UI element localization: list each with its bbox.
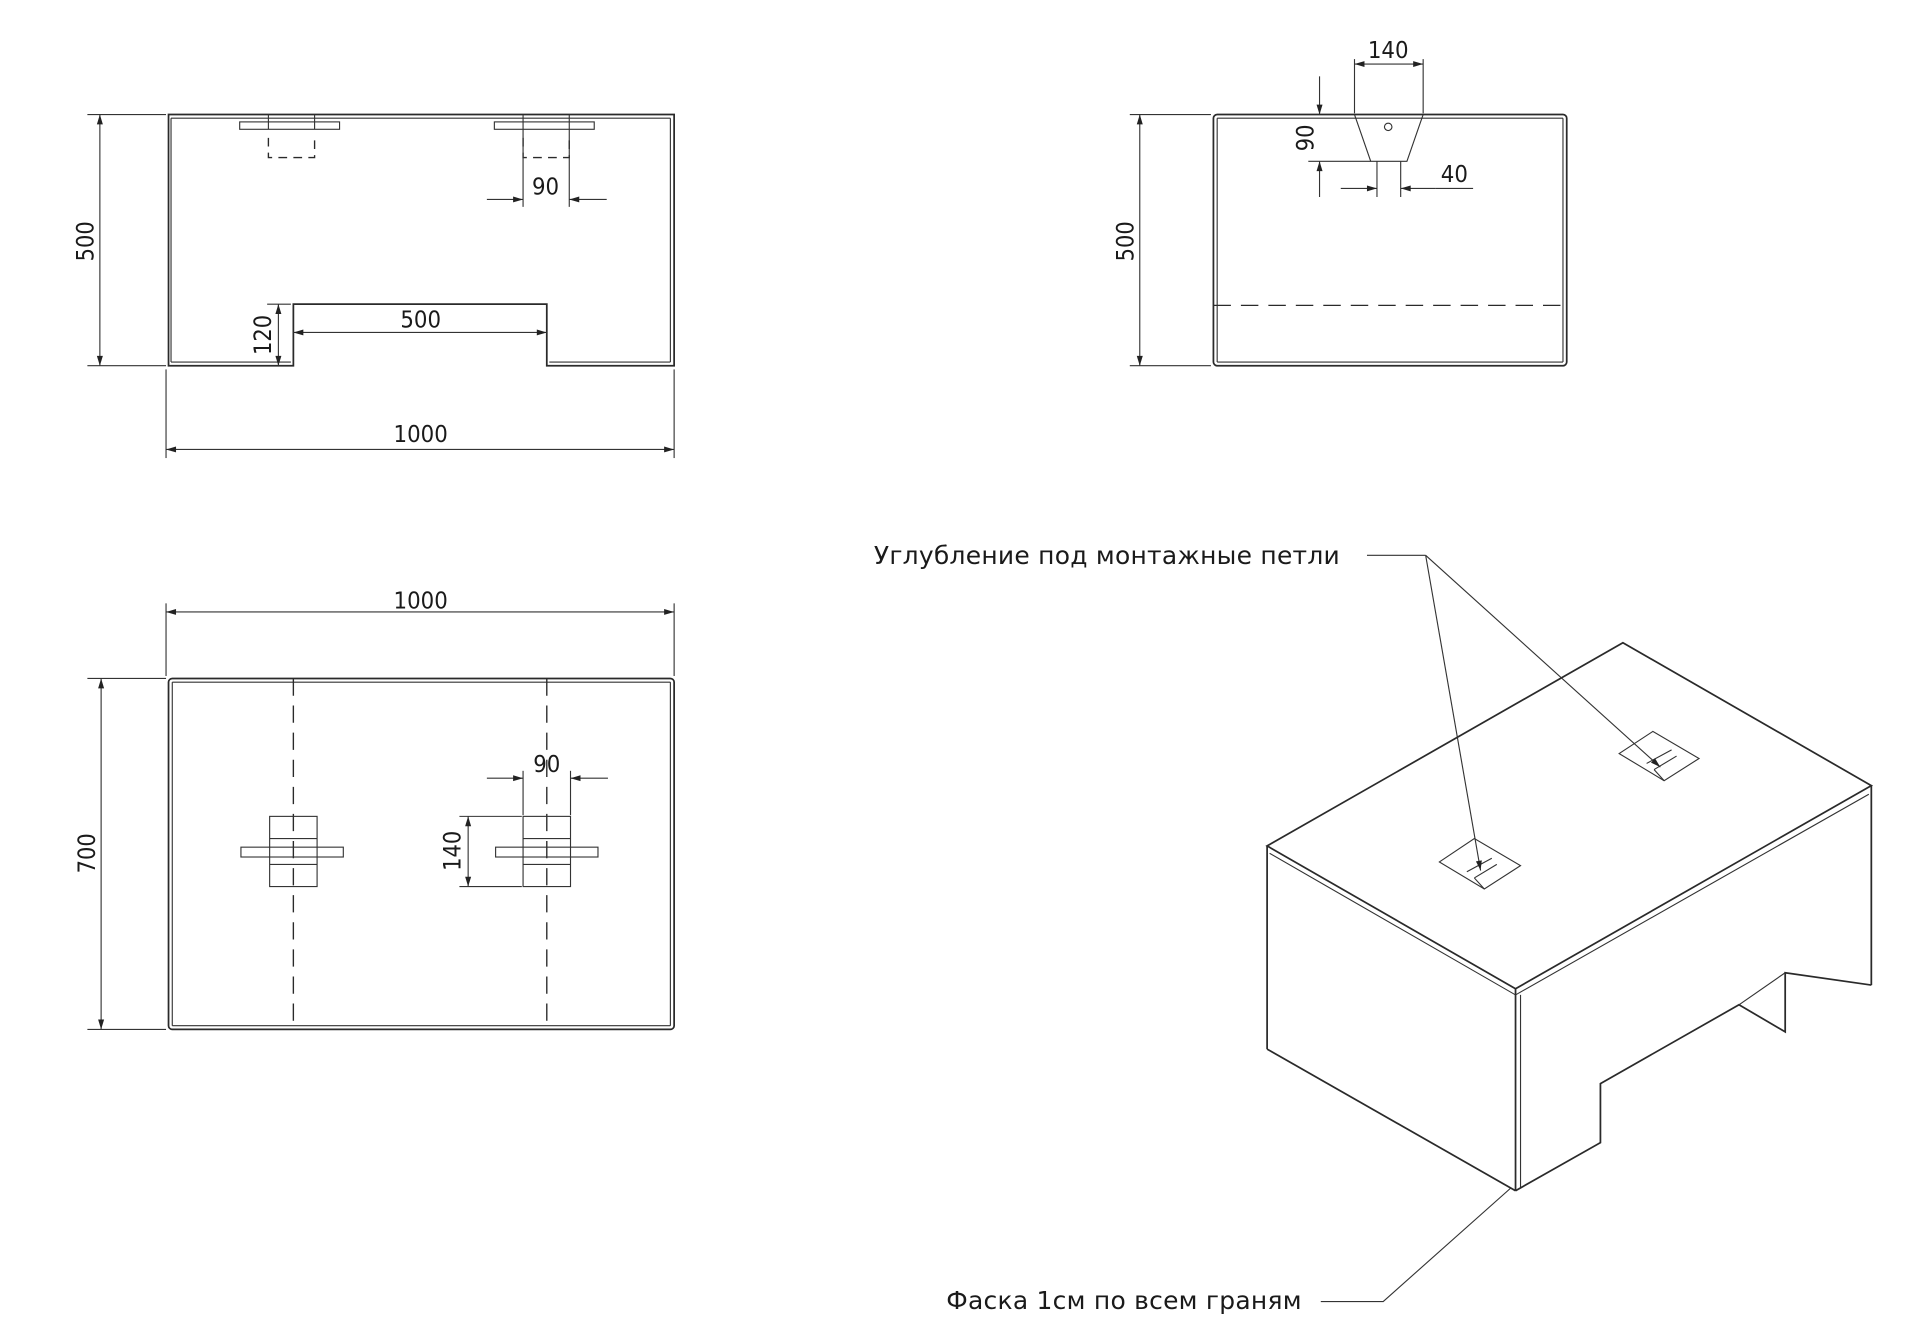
iso-recess-back [1618, 730, 1701, 782]
plan-recess-width-dim: 90 [533, 750, 560, 778]
iso-recess-front [1438, 837, 1522, 890]
plan-recess-left [240, 815, 344, 888]
plan-outline [167, 677, 676, 1031]
side-height-dim: 500 [1111, 221, 1139, 261]
lifting-recess-note: Углубление под монтажные петли [874, 541, 1340, 570]
front-outline [167, 113, 676, 367]
side-view: 140 90 40 500 [1111, 36, 1568, 367]
plan-recess-length-dim: 140 [439, 831, 467, 871]
plan-width-dim: 1000 [394, 586, 448, 614]
front-height-dim: 500 [71, 221, 99, 261]
side-outline [1212, 113, 1568, 367]
front-notch-height-dim: 120 [249, 315, 277, 355]
chamfer-note: Фаска 1см по всем граням [946, 1286, 1302, 1315]
front-notch-width-dim: 500 [400, 306, 441, 334]
plan-depth-dim: 700 [73, 833, 101, 873]
front-recess-right [493, 114, 595, 207]
side-recess [1353, 114, 1424, 162]
isometric-view: Углубление под монтажные петли Фаска 1см… [874, 541, 1874, 1315]
plan-recess-right [495, 815, 599, 888]
front-width-dim: 1000 [394, 420, 448, 448]
front-recess-width-dim: 90 [532, 173, 559, 201]
front-view: 90 500 500 120 1000 [71, 113, 676, 459]
side-recess-top-width-dim: 140 [1368, 36, 1409, 64]
plan-view: 90 140 1000 700 [73, 586, 676, 1031]
side-recess-bottom-width-dim: 40 [1441, 160, 1468, 188]
iso-top-face [1265, 641, 1874, 990]
front-recess-left [239, 114, 341, 159]
side-recess-depth-dim: 90 [1291, 125, 1319, 152]
